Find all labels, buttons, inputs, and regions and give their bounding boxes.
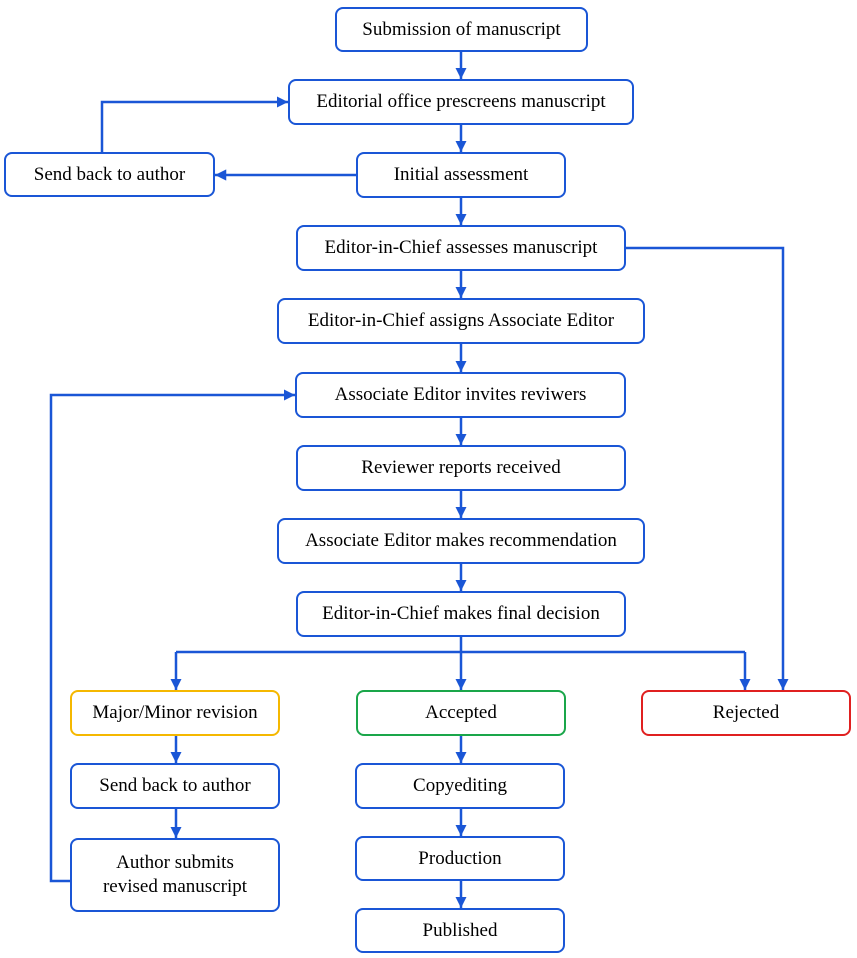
node-prescreen: Editorial office prescreens manuscript [288, 79, 634, 125]
arrow-resubmit-to-invites [49, 389, 295, 883]
connector-group [49, 52, 789, 908]
node-submission: Submission of manuscript [335, 7, 588, 52]
node-initial-assessment: Initial assessment [356, 152, 566, 198]
node-reports-received: Reviewer reports received [296, 445, 626, 491]
node-send-back-to-author-2: Send back to author [70, 763, 280, 809]
node-send-back-to-author-1: Send back to author [4, 152, 215, 197]
node-published: Published [355, 908, 565, 953]
node-ae-invites: Associate Editor invites reviwers [295, 372, 626, 418]
node-production: Production [355, 836, 565, 881]
node-copyediting: Copyediting [355, 763, 565, 809]
node-ae-recommends: Associate Editor makes recommendation [277, 518, 645, 564]
node-author-submits-revised: Author submits revised manuscript [70, 838, 280, 912]
arrow-eic-assesses-to-rejected [626, 246, 789, 690]
node-major-minor-revision: Major/Minor revision [70, 690, 280, 736]
node-eic-assigns: Editor-in-Chief assigns Associate Editor [277, 298, 645, 344]
node-accepted: Accepted [356, 690, 566, 736]
node-rejected: Rejected [641, 690, 851, 736]
node-eic-final-decision: Editor-in-Chief makes final decision [296, 591, 626, 637]
node-eic-assesses: Editor-in-Chief assesses manuscript [296, 225, 626, 271]
node-author-submits-text: Author submits revised manuscript [102, 852, 248, 897]
arrow-sendback-to-prescreen [100, 96, 288, 152]
